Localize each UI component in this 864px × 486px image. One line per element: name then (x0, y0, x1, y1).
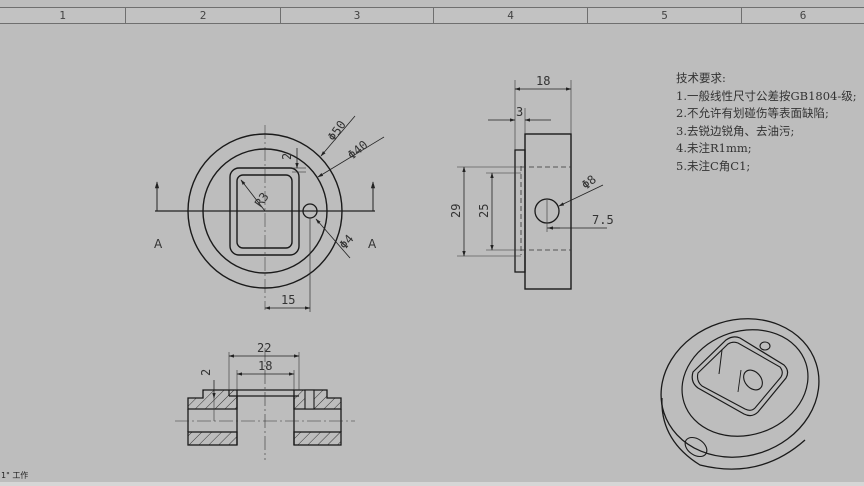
tech-req-title: 技术要求: (676, 71, 726, 85)
dim-pocket-radius: R3 (252, 190, 272, 210)
tech-req-item: 3.去锐边锐角、去油污; (676, 123, 795, 138)
tech-req-item: 2.不允许有划碰伤等表面缺陷; (676, 106, 829, 120)
side-view: 18 3 29 25 Φ8 7.5 (449, 74, 614, 290)
dim-depth: 2 (199, 369, 213, 376)
zone-5: 5 (588, 8, 742, 23)
dim-outer-diameter: Φ50 (325, 118, 349, 144)
dim-flange: 3 (516, 105, 523, 119)
bottom-edge (0, 482, 864, 486)
zone-2: 2 (126, 8, 281, 23)
zone-4: 4 (434, 8, 588, 23)
dim-height-outer: 29 (449, 204, 463, 218)
dim-hole-offset: 15 (281, 293, 295, 307)
front-view: 15 Φ50 Φ40 2 R3 Φ4 A A (154, 115, 385, 312)
zone-1: 1 (0, 8, 126, 23)
zone-6: 6 (799, 9, 807, 22)
dim-small-hole: Φ4 (337, 232, 357, 252)
dim-bore-width: 18 (258, 359, 272, 373)
zone-bar: 1 2 3 4 5 6 (0, 7, 864, 24)
dim-hole-offset-side: 7.5 (592, 213, 614, 227)
section-label-left: A (154, 237, 163, 251)
dim-wall: 2 (280, 153, 294, 160)
tech-req-item: 1.一般线性尺寸公差按GB1804-级; (676, 88, 857, 103)
dim-width-total: 18 (536, 74, 550, 88)
zone-3: 3 (281, 8, 434, 23)
tech-req-item: 5.未注C角C1; (676, 158, 751, 173)
section-label-right: A (368, 237, 377, 251)
technical-requirements: 技术要求: 1.一般线性尺寸公差按GB1804-级; 2.不允许有划碰伤等表面缺… (676, 70, 857, 175)
isometric-view (660, 318, 820, 470)
section-view: 22 18 2 (175, 341, 355, 460)
tech-req-item: 4.未注R1mm; (676, 141, 752, 155)
dim-hole-diameter: Φ8 (579, 172, 599, 192)
dim-top-width: 22 (257, 341, 271, 355)
dim-height-inner: 25 (477, 204, 491, 218)
status-text: 1" 工作 (1, 471, 29, 480)
